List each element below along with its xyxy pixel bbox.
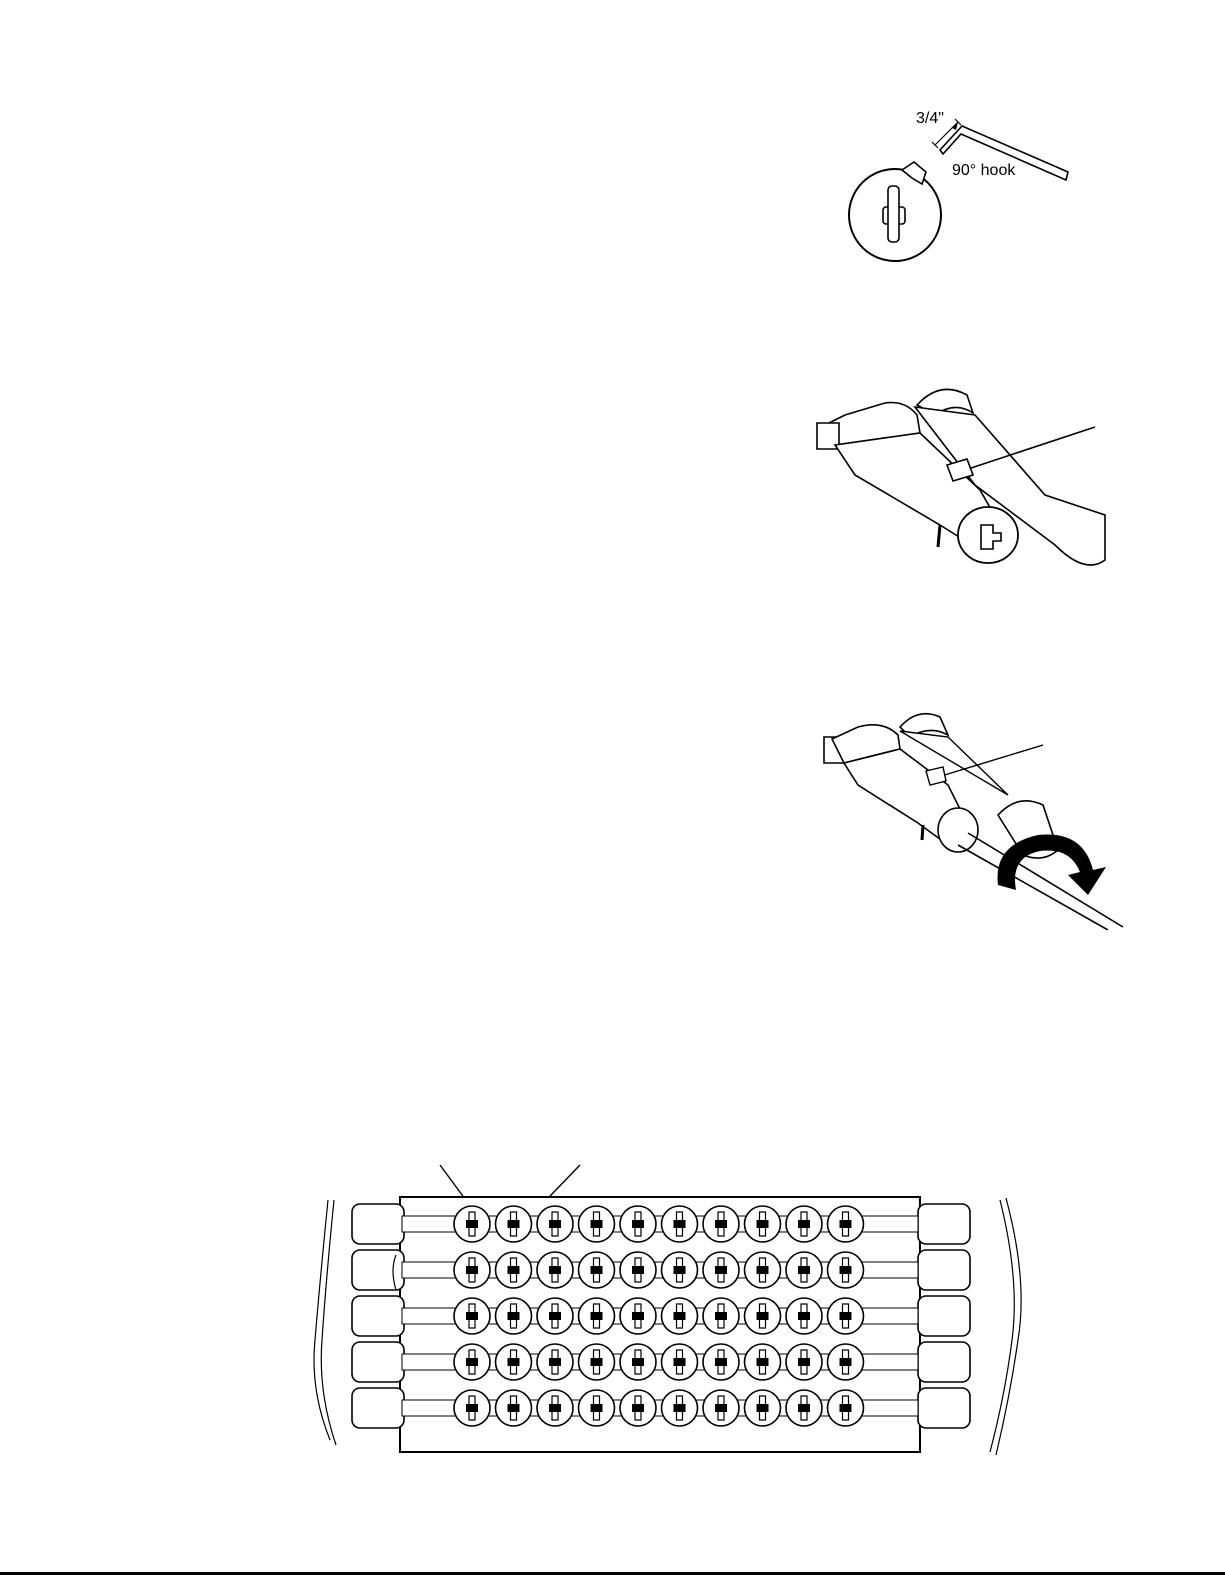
- terminal: [537, 1344, 573, 1380]
- terminal: [828, 1390, 864, 1426]
- terminal: [537, 1206, 573, 1242]
- terminal: [662, 1390, 698, 1426]
- terminal: [745, 1252, 781, 1288]
- terminal: [620, 1298, 656, 1334]
- hook-label: 90° hook: [952, 162, 1015, 180]
- terminal: [454, 1344, 490, 1380]
- connector-insert-drawing: [805, 375, 1115, 580]
- terminal: [579, 1390, 615, 1426]
- terminal: [496, 1252, 532, 1288]
- terminal: [620, 1390, 656, 1426]
- terminal: [662, 1298, 698, 1334]
- terminal: [579, 1344, 615, 1380]
- terminal-block-figure: [300, 1160, 1030, 1465]
- terminal: [454, 1390, 490, 1426]
- terminal: [703, 1252, 739, 1288]
- terminal: [786, 1344, 822, 1380]
- terminal: [786, 1390, 822, 1426]
- terminal: [786, 1252, 822, 1288]
- terminal: [828, 1252, 864, 1288]
- terminal: [745, 1344, 781, 1380]
- left-end-pad: [352, 1296, 404, 1336]
- page-bottom-rule: [0, 1572, 1225, 1575]
- terminal: [662, 1252, 698, 1288]
- terminal: [828, 1206, 864, 1242]
- terminal: [703, 1344, 739, 1380]
- terminal: [745, 1298, 781, 1334]
- terminal: [703, 1390, 739, 1426]
- terminal: [496, 1344, 532, 1380]
- terminal: [828, 1298, 864, 1334]
- left-end-pad: [352, 1388, 404, 1428]
- hook-tool-drawing: [840, 100, 1090, 270]
- left-end-pad: [352, 1342, 404, 1382]
- left-end-pad: [352, 1204, 404, 1244]
- right-end-pad: [918, 1204, 970, 1244]
- terminal: [662, 1344, 698, 1380]
- terminal: [786, 1298, 822, 1334]
- terminal: [537, 1252, 573, 1288]
- terminal: [620, 1252, 656, 1288]
- right-end-pad: [918, 1388, 970, 1428]
- right-end-pad: [918, 1296, 970, 1336]
- terminal: [745, 1390, 781, 1426]
- terminal: [579, 1298, 615, 1334]
- right-end-pad: [918, 1250, 970, 1290]
- terminal: [579, 1252, 615, 1288]
- terminal: [620, 1206, 656, 1242]
- dimension-label: 3/4": [916, 110, 944, 128]
- terminal: [496, 1298, 532, 1334]
- hook-tool-figure: 3/4" 90° hook: [840, 100, 1090, 270]
- terminal: [537, 1390, 573, 1426]
- connector-twist-figure: [818, 705, 1133, 930]
- terminal: [703, 1206, 739, 1242]
- terminal: [496, 1390, 532, 1426]
- terminal: [620, 1344, 656, 1380]
- terminal: [828, 1344, 864, 1380]
- terminal: [454, 1206, 490, 1242]
- terminal: [786, 1206, 822, 1242]
- terminal: [745, 1206, 781, 1242]
- terminal: [579, 1206, 615, 1242]
- right-end-pad: [918, 1342, 970, 1382]
- terminal: [537, 1298, 573, 1334]
- terminal: [496, 1206, 532, 1242]
- terminal: [454, 1298, 490, 1334]
- terminal: [703, 1298, 739, 1334]
- terminal-block-drawing: [300, 1160, 1030, 1465]
- connector-insert-figure: [805, 375, 1115, 580]
- terminal: [662, 1206, 698, 1242]
- terminal: [454, 1252, 490, 1288]
- connector-twist-drawing: [818, 705, 1133, 930]
